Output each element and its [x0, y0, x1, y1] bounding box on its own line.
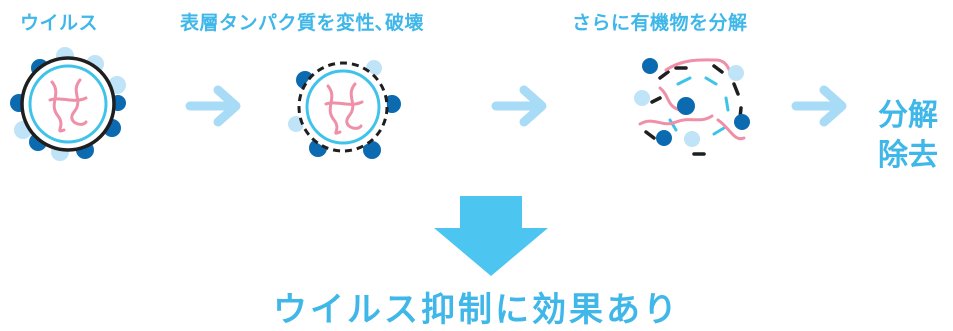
stage-label-denature: 表層タンパク質を変性､破壊	[180, 12, 425, 34]
result-label: 分解 除去	[878, 96, 938, 176]
stage-label-decompose: さらに有機物を分解	[572, 12, 748, 34]
virus-decomposed-icon	[634, 58, 750, 156]
result-line-2: 除去	[878, 138, 938, 173]
conclusion-label: ウイルス抑制に効果あり	[273, 290, 680, 330]
virus-denatured-icon	[288, 60, 401, 159]
arrow-right-icon	[185, 85, 241, 127]
virus-intact-icon	[10, 47, 126, 161]
arrow-down-icon	[434, 196, 548, 276]
result-line-1: 分解	[878, 98, 938, 133]
stage-label-virus: ウイルス	[20, 12, 99, 34]
arrow-right-icon	[791, 85, 847, 127]
arrow-right-icon	[491, 85, 547, 127]
